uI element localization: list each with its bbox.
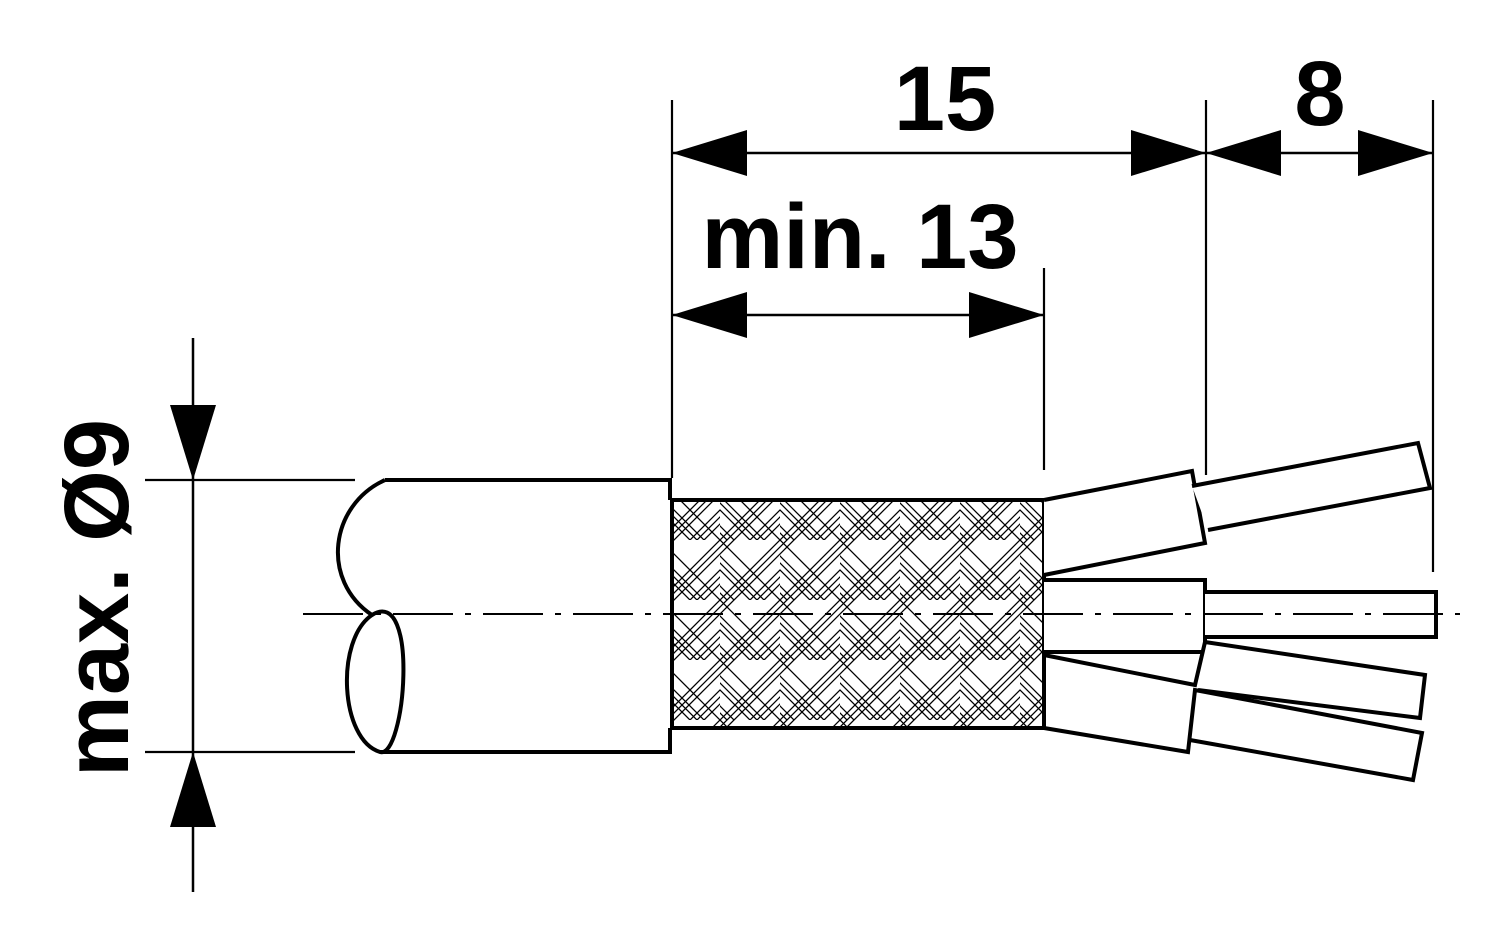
cable-jacket	[335, 478, 672, 755]
dimension-max-diameter	[170, 338, 216, 892]
conductor-top	[1043, 440, 1433, 577]
dimension-15	[672, 130, 1206, 176]
arrowhead-bottom	[170, 752, 216, 827]
dimension-15-label: 15	[894, 48, 996, 150]
conductor-lower-1	[1043, 639, 1428, 721]
extension-lines	[145, 100, 1435, 754]
arrowhead-right	[969, 292, 1044, 338]
dimension-8-label: 8	[1294, 43, 1345, 145]
arrowhead-left	[672, 130, 747, 176]
arrowhead-left	[1206, 130, 1281, 176]
dimension-max-diameter-label: max. Ø9	[46, 419, 148, 777]
conductor-middle	[1044, 578, 1438, 654]
conductors	[1043, 440, 1438, 783]
arrowhead-left	[672, 292, 747, 338]
arrowhead-right	[1131, 130, 1206, 176]
arrowhead-right	[1358, 130, 1433, 176]
arrowhead-top	[170, 405, 216, 480]
dimension-8	[1206, 130, 1433, 176]
dimension-min-13	[672, 292, 1044, 338]
conductor-lower-2	[1043, 687, 1425, 783]
dimension-min-13-label: min. 13	[701, 186, 1018, 288]
